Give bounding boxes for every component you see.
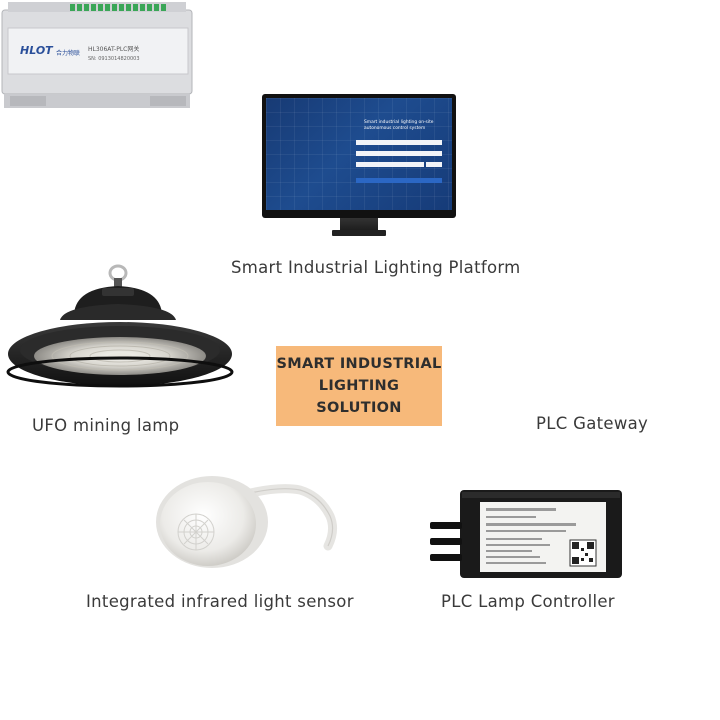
screen-login-button: [356, 178, 442, 183]
gateway-model: HL306AT-PLC网关: [88, 46, 140, 53]
monitor-screen: Smart industrial lighting on-site autono…: [266, 98, 452, 210]
screen-field-2: [356, 151, 442, 156]
screen-field-1: [356, 140, 442, 145]
plc-gateway-image: HLOT 合力物联 HL306AT-PLC网关 SN: 091301482000…: [0, 0, 198, 112]
gateway-serial: SN: 0913014820003: [88, 56, 140, 62]
screen-title: Smart industrial lighting on-site autono…: [364, 120, 434, 131]
screen-field-3: [356, 162, 424, 167]
caption-lamp: UFO mining lamp: [32, 416, 180, 435]
infrared-sensor-image: [156, 476, 338, 568]
badge-line-1: SMART INDUSTRIAL: [276, 356, 442, 372]
caption-sensor: Integrated infrared light sensor: [86, 592, 354, 611]
badge-line-2: LIGHTING SOLUTION: [316, 378, 402, 416]
caption-controller: PLC Lamp Controller: [441, 592, 615, 611]
monitor-image: Smart industrial lighting on-site autono…: [262, 94, 456, 244]
caption-gateway: PLC Gateway: [536, 414, 649, 433]
gateway-brand: HLOT: [20, 44, 53, 57]
caption-platform: Smart Industrial Lighting Platform: [231, 258, 521, 277]
solution-badge: SMART INDUSTRIAL LIGHTING SOLUTION: [276, 346, 442, 426]
screen-captcha: [426, 162, 442, 167]
ufo-lamp-image: [6, 264, 234, 388]
monitor-frame: Smart industrial lighting on-site autono…: [262, 94, 456, 218]
plc-lamp-controller-image: [430, 490, 622, 578]
gateway-brand-sub: 合力物联: [56, 50, 81, 57]
